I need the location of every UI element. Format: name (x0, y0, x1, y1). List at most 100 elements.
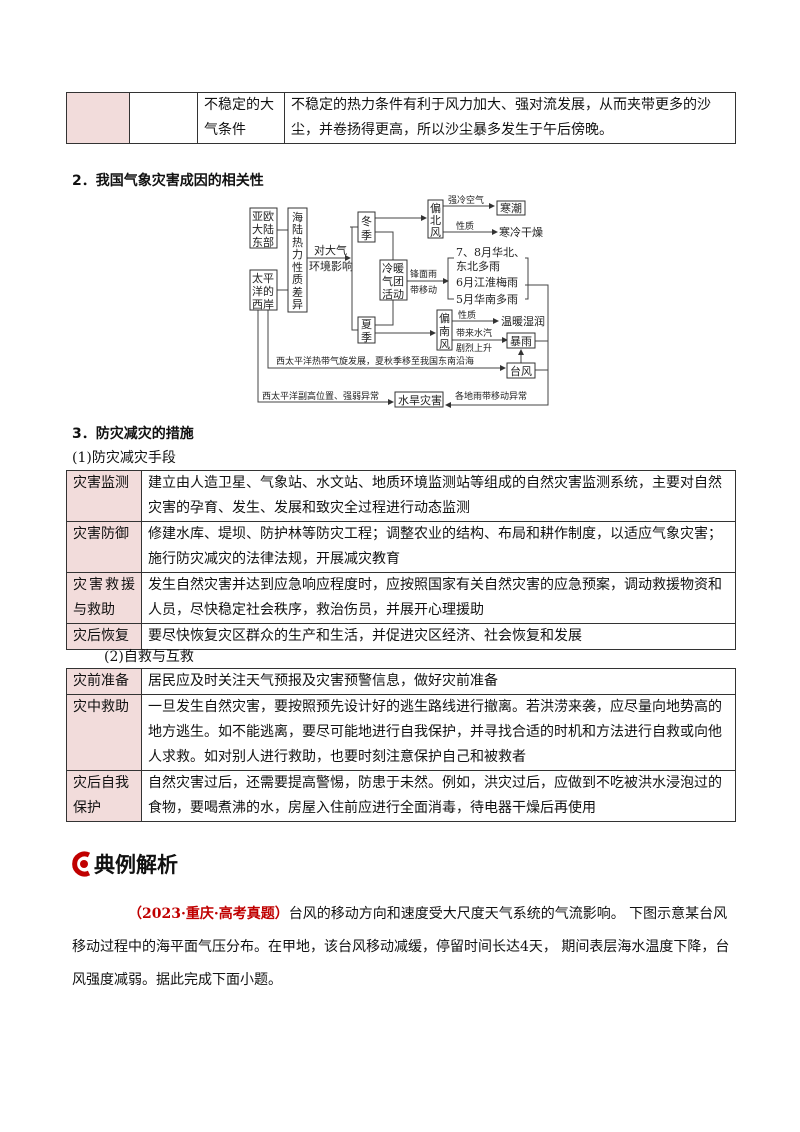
land-sea-labels: 海 陆 热 力 性 质 差 异 (292, 210, 303, 311)
connector-lines (257, 203, 549, 408)
label: 7、8月华北、 (456, 245, 525, 259)
table-row: 灾害监测建立由人造卫星、气象站、水文站、地质环境监测站等组成的自然灾害监测系统，… (66, 470, 736, 522)
label: 西太平洋副高位置、强弱异常 (262, 390, 379, 402)
label: 异 (292, 298, 303, 311)
label: 北 (430, 214, 441, 227)
label: 5月华南多雨 (456, 292, 518, 306)
row-text: 自然灾害过后，还需要提高警惕，防患于未然。例如，洪灾过后，应做到不吃被洪水浸泡过… (141, 770, 736, 822)
label: 东北多雨 (456, 259, 500, 273)
section-3-title: 3．防灾减灾的措施 (72, 426, 194, 442)
box-south-wind (436, 309, 453, 351)
label: 各地雨带移动异常 (455, 390, 527, 402)
label: 气团 (382, 274, 404, 288)
label: 带来水汽 (456, 327, 492, 339)
section-marker-icon (72, 851, 91, 877)
row-label: 灾后自我保护 (66, 770, 142, 822)
label: 洋的 (252, 284, 274, 298)
label: 陆 (292, 222, 303, 236)
box-eurasia (249, 207, 278, 249)
heading-text: 典例解析 (94, 853, 178, 877)
row-text: 居民应及时关注天气预报及灾害预警信息，做好灾前准备 (141, 668, 736, 695)
label: 质 (292, 273, 303, 286)
label: 热 (292, 236, 303, 249)
table-dust-conditions: 不稳定的大气条件 不稳定的热力条件有利于风力加大、强对流发展，从而夹带更多的沙尘… (66, 92, 736, 144)
label: 夏 (361, 318, 372, 331)
table-cell (66, 92, 130, 144)
label: 对大气 (314, 243, 347, 257)
table-row: 灾前准备居民应及时关注天气预报及灾害预警信息，做好灾前准备 (66, 668, 736, 695)
subsection-1-title: (1)防灾减灾手段 (72, 450, 176, 466)
label: 温暖湿润 (501, 314, 545, 328)
row-text: 建立由人造卫星、气象站、水文站、地质环境监测站等组成的自然灾害监测系统，主要对自… (141, 470, 736, 522)
label: 亚欧 (252, 210, 274, 223)
label: 水旱灾害 (398, 393, 442, 407)
label: 差 (292, 285, 303, 299)
label: 太平 (252, 272, 274, 285)
label: 寒冷干燥 (499, 225, 543, 239)
section-2-title: 2．我国气象灾害成因的相关性 (72, 173, 264, 189)
row-text: 一旦发生自然灾害，要按照预先设计好的逃生路线进行撤离。若洪涝来袭，应尽量向地势高… (141, 694, 736, 771)
label: 6月江淮梅雨 (456, 275, 518, 289)
example-question: （2023·重庆·高考真题）台风的移动方向和速度受大尺度天气系统的气流影响。 下… (72, 898, 732, 997)
label: 西岸 (252, 298, 274, 311)
table-cell (129, 92, 198, 144)
label: 季 (361, 331, 372, 344)
label: 寒潮 (500, 201, 522, 215)
label: 暴雨 (510, 335, 532, 348)
label: 活动 (382, 288, 404, 301)
disaster-causes-diagram: 亚欧 大陆 东部 太平 洋的 西岸 海 陆 热 力 性 质 差 异 对大气 环境… (249, 194, 549, 408)
example-heading: 典例解析 (70, 849, 178, 879)
row-text: 修建水库、堤坝、防护林等防灾工程；调整农业的结构、布局和耕作制度，以适应气象灾害… (141, 521, 736, 573)
box-flood-drought (394, 391, 444, 408)
label: 剧烈上升 (456, 343, 492, 354)
box-cold-wave (496, 200, 526, 216)
row-text: 发生自然灾害并达到应急响应程度时，应按照国家有关自然灾害的应急预案，调动救援物资… (141, 572, 736, 624)
table-row: 灾中救助一旦发生自然灾害，要按照预先设计好的逃生路线进行撤离。若洪涝来袭，应尽量… (66, 694, 736, 771)
box-typhoon (506, 362, 536, 379)
row-label: 灾害救援与救助 (66, 572, 142, 624)
table-disaster-prevention: 灾害监测建立由人造卫星、气象站、水文站、地质环境监测站等组成的自然灾害监测系统，… (66, 470, 736, 650)
box-north-wind (427, 199, 444, 239)
table-row: 灾害救援与救助发生自然灾害并达到应急响应程度时，应按照国家有关自然灾害的应急预案… (66, 572, 736, 624)
label: 偏 (430, 201, 441, 215)
label: 力 (292, 248, 303, 261)
label: 偏 (439, 311, 450, 325)
label: 南 (439, 325, 450, 338)
table-cell: 不稳定的热力条件有利于风力加大、强对流发展，从而夹带更多的沙尘，并卷扬得更高，所… (284, 92, 736, 144)
label: 东部 (252, 235, 274, 249)
row-text: 要尽快恢复灾区群众的生产和生活，并促进灾区经济、社会恢复和发展 (141, 623, 736, 650)
label: 冷暖 (382, 262, 404, 275)
question-text: 台风的移动方向和速度受大尺度天气系统的气流影响。 下图示意某台风移动过程中的海平… (72, 906, 730, 988)
box-summer (357, 316, 376, 344)
question-source: （2023·重庆·高考真题） (128, 906, 289, 922)
box-pacific (249, 269, 278, 311)
label: 大陆 (252, 222, 274, 236)
table-self-rescue: 灾前准备居民应及时关注天气预报及灾害预警信息，做好灾前准备 灾中救助一旦发生自然… (66, 668, 736, 822)
row-label: 灾中救助 (66, 694, 142, 771)
table-row: 灾后恢复要尽快恢复灾区群众的生产和生活，并促进灾区经济、社会恢复和发展 (66, 623, 736, 650)
table-row: 灾害防御修建水库、堤坝、防护林等防灾工程；调整农业的结构、布局和耕作制度，以适应… (66, 521, 736, 573)
label: 风 (430, 226, 441, 239)
box-winter (357, 211, 376, 243)
table-row: 不稳定的大气条件 不稳定的热力条件有利于风力加大、强对流发展，从而夹带更多的沙尘… (66, 92, 736, 144)
label: 锋面雨 (410, 268, 437, 280)
box-rainstorm (506, 332, 536, 349)
label: 海 (292, 210, 303, 224)
table-cell: 不稳定的大气条件 (197, 92, 285, 144)
table-row: 灾后自我保护自然灾害过后，还需要提高警惕，防患于未然。例如，洪灾过后，应做到不吃… (66, 770, 736, 822)
box-land-sea (287, 207, 308, 313)
label: 季 (361, 229, 372, 242)
subsection-2-title: (2)自救与互救 (104, 649, 194, 665)
label: 性质 (456, 220, 474, 232)
row-label: 灾害防御 (66, 521, 142, 573)
label: 西太平洋热带气旋发展，夏秋季移至我国东南沿海 (276, 355, 474, 367)
label: 带移动 (410, 284, 437, 296)
label: 性 (292, 260, 303, 274)
label: 强冷空气 (448, 194, 484, 206)
box-air-mass (379, 259, 408, 301)
label: 风 (439, 338, 450, 351)
label: 环境影响 (309, 259, 353, 273)
label: 台风 (510, 364, 532, 378)
label: 冬 (361, 214, 372, 228)
